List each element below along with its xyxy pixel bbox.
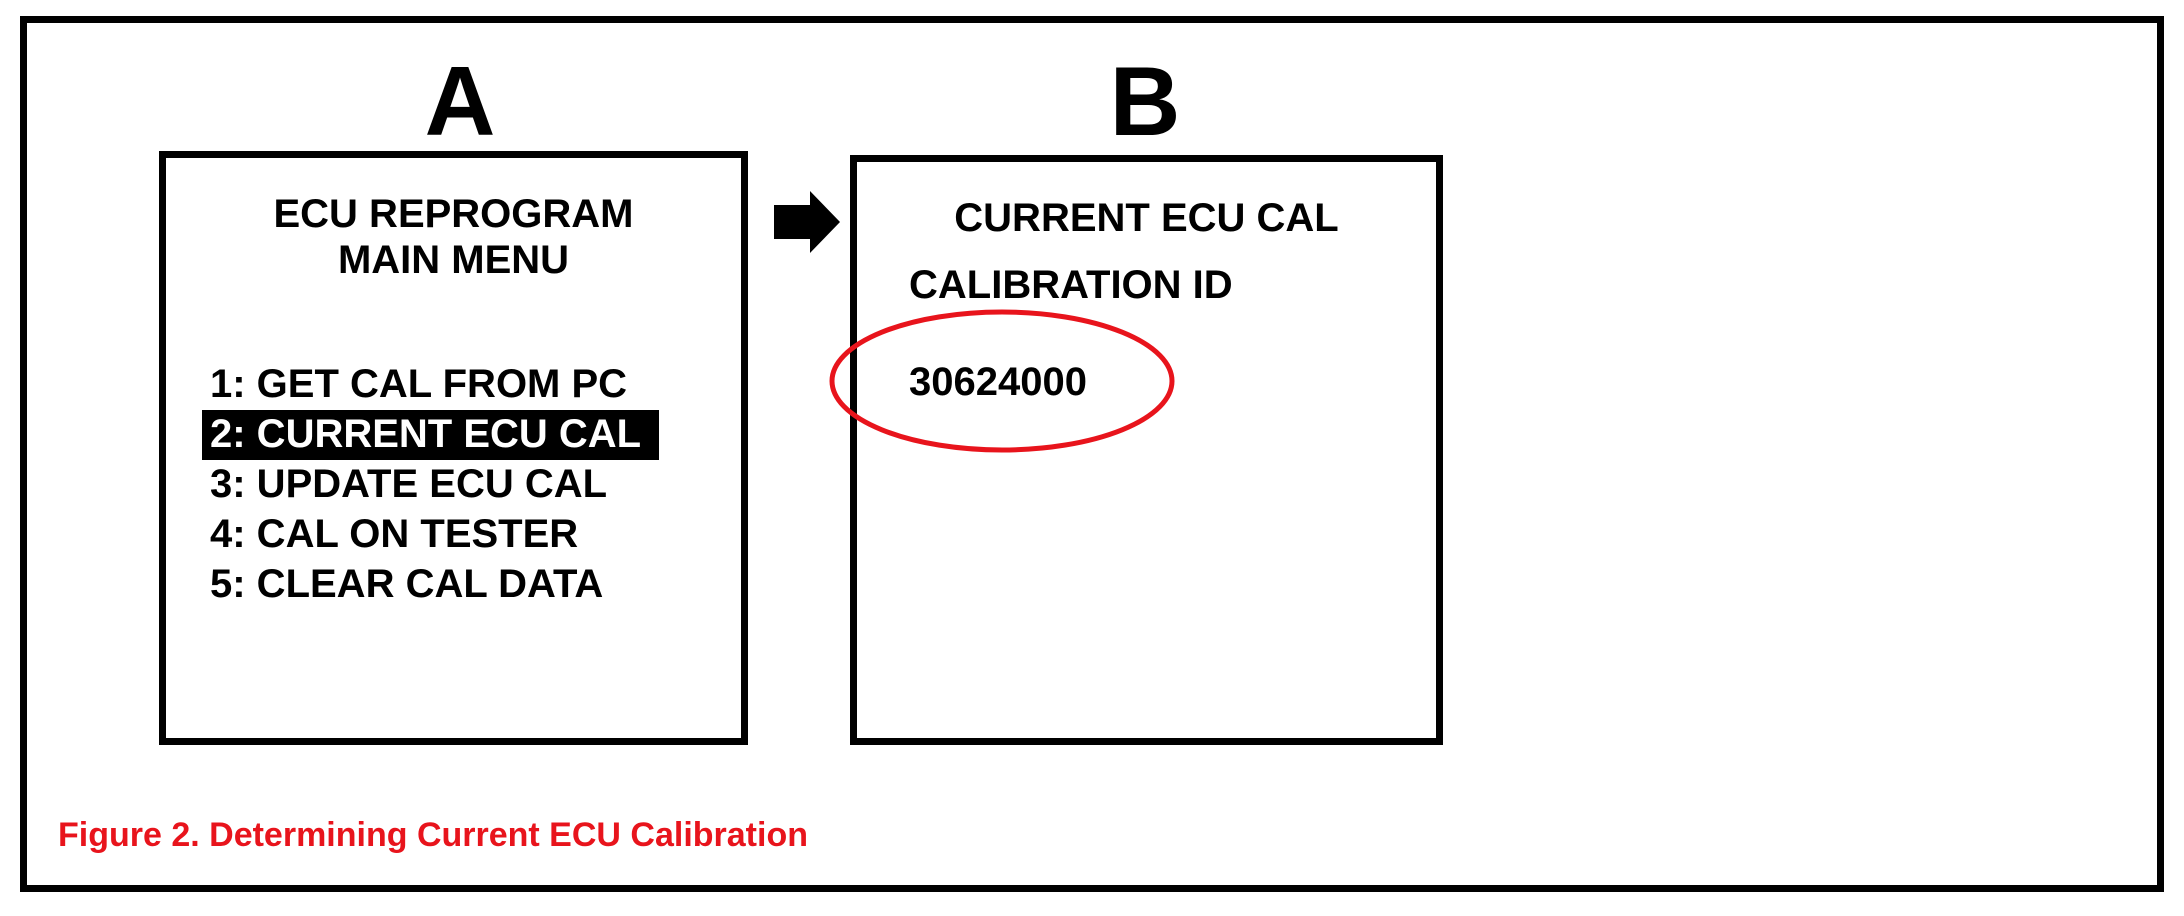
screen-main-menu: ECU REPROGRAM MAIN MENU 1: GET CAL FROM … bbox=[159, 151, 748, 745]
arrow-right-icon bbox=[774, 191, 840, 253]
figure-frame bbox=[20, 16, 2164, 892]
menu-item-current-ecu-cal[interactable]: 2: CURRENT ECU CAL bbox=[202, 410, 660, 460]
calibration-id-value: 30624000 bbox=[909, 360, 1087, 404]
screen-title: CURRENT ECU CAL bbox=[954, 196, 1339, 240]
menu-item-clear-cal-data[interactable]: 5: CLEAR CAL DATA bbox=[210, 562, 604, 606]
calibration-id-label: CALIBRATION ID bbox=[909, 263, 1233, 307]
menu-item-update-ecu-cal[interactable]: 3: UPDATE ECU CAL bbox=[210, 462, 608, 506]
figure-caption: Figure 2. Determining Current ECU Calibr… bbox=[58, 816, 808, 854]
main-menu-list: 1: GET CAL FROM PC 2: CURRENT ECU CAL 3:… bbox=[202, 360, 660, 610]
panel-label-a: A bbox=[424, 46, 496, 156]
menu-item-cal-on-tester[interactable]: 4: CAL ON TESTER bbox=[210, 512, 579, 556]
screen-current-ecu-cal: CURRENT ECU CAL CALIBRATION ID 30624000 bbox=[850, 155, 1443, 745]
screen-title-line-2: MAIN MENU bbox=[337, 238, 570, 282]
menu-item-get-cal-from-pc[interactable]: 1: GET CAL FROM PC bbox=[210, 362, 628, 406]
screen-title: ECU REPROGRAM MAIN MENU bbox=[166, 191, 741, 283]
screen-title-line-1: ECU REPROGRAM bbox=[273, 192, 634, 236]
panel-label-b: B bbox=[1109, 46, 1181, 156]
highlight-oval-icon bbox=[829, 309, 1175, 453]
